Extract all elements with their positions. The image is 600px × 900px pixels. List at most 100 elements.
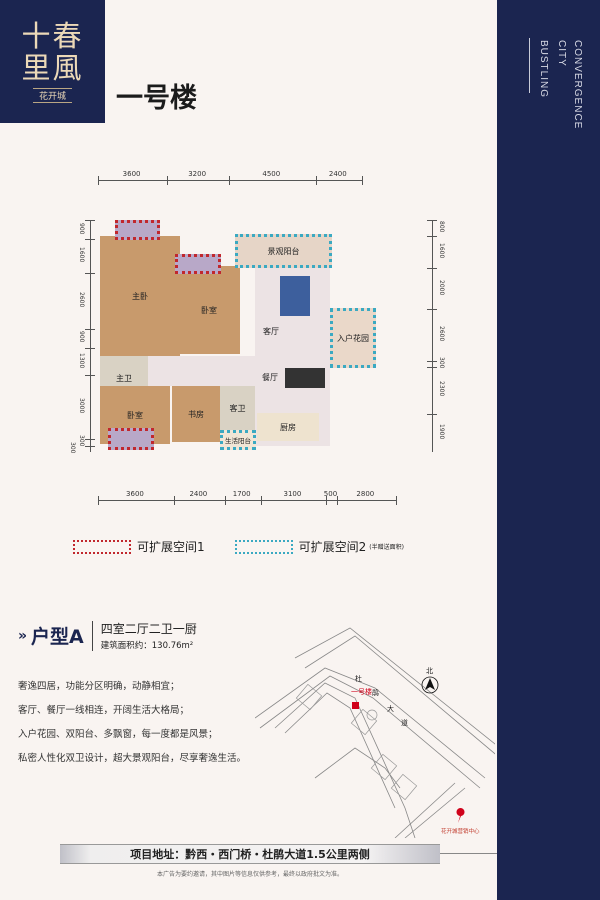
- legend-swatch-2: [234, 539, 293, 554]
- room-study: 书房: [172, 386, 220, 442]
- dimension-tick: [85, 375, 95, 377]
- room-utility-balcony: 生活阳台: [220, 430, 256, 450]
- dimension-line: [432, 220, 433, 452]
- logo-sub: 花开城: [32, 88, 72, 103]
- floor-plan: 主卧 卧室 主卫 卧室 书房 客厅 客卫 餐厅 景观阳台 入户花园 厨房 生活阳…: [100, 218, 410, 450]
- dimension-label: 900: [78, 331, 85, 343]
- dimension-tick: [85, 273, 95, 275]
- dimension-line: [90, 220, 91, 452]
- dimension-tick: [85, 220, 95, 221]
- dimension-label: 2600: [438, 325, 445, 342]
- side-text-2: CITY: [556, 40, 567, 67]
- dimension-label: 1600: [438, 243, 445, 259]
- dimension-tick: [326, 496, 328, 505]
- side-divider: [529, 38, 530, 93]
- legend: 可扩展空间1 可扩展空间2 (半赠送面积): [73, 538, 404, 555]
- disclaimer: 本广告为要约邀请，其中图片等信息仅供参考，最终以政府批文为准。: [156, 871, 343, 878]
- bay-window: [115, 220, 160, 240]
- bay-window: [108, 428, 154, 450]
- dimension-tick: [427, 220, 437, 221]
- room-kitchen: 厨房: [257, 413, 319, 441]
- logo-line1: 十春: [21, 19, 84, 53]
- dimension-label: 4500: [262, 170, 281, 178]
- room-view-balcony: 景观阳台: [235, 234, 332, 268]
- dimension-tick: [396, 496, 397, 505]
- divider: [91, 620, 93, 651]
- dimension-tick: [427, 413, 437, 415]
- unit-name: 户型A: [31, 626, 84, 648]
- dimension-label: 1300: [78, 352, 85, 368]
- map-building-label: 一号楼: [351, 688, 372, 696]
- map-north-label: 北: [426, 667, 433, 675]
- feature-4: 私密人性化双卫设计，超大景观阳台，尽享奢逸生活。: [18, 753, 247, 764]
- dining-table: [285, 368, 325, 388]
- dimension-label: 2800: [356, 490, 375, 498]
- dimension-label: 800: [438, 221, 445, 233]
- dimension-label: 900: [78, 222, 85, 235]
- dimension-label: 1700: [232, 490, 251, 498]
- dimension-tick: [98, 496, 99, 505]
- map-road-4: 道: [401, 719, 408, 727]
- dimension-label: 300: [438, 357, 445, 369]
- room-dining: 餐厅: [262, 372, 278, 382]
- legend-label-2: 可扩展空间2: [298, 540, 367, 554]
- side-text-1: CONVERGENCE: [572, 40, 583, 130]
- feature-1: 奢逸四居，功能分区明确，动静相宜；: [18, 681, 180, 692]
- dimension-tick: [98, 176, 99, 185]
- side-text-3: BUSTLING: [538, 40, 549, 99]
- dimension-label: 1900: [438, 423, 445, 440]
- dimension-tick: [167, 176, 169, 185]
- dimension-line: [98, 500, 396, 501]
- dimension-label: 2400: [189, 490, 208, 498]
- dimension-label: 300: [78, 435, 85, 447]
- dimension-tick: [85, 347, 95, 349]
- dimension-label: 2300: [438, 381, 445, 397]
- address-text: 项目地址：黔西・西门桥・杜鹃大道1.5公里两侧: [130, 848, 370, 861]
- dimension-tick: [427, 361, 437, 363]
- sofa: [280, 276, 310, 316]
- map-road-1: 杜: [355, 675, 362, 683]
- side-strip: [497, 0, 600, 900]
- dimension-label: 3000: [78, 398, 85, 414]
- dimension-tick: [229, 176, 231, 185]
- bay-window: [175, 254, 221, 274]
- dimension-label: 3200: [188, 170, 207, 178]
- dimension-tick: [362, 176, 363, 185]
- room-guest-bath: 客卫: [220, 386, 255, 430]
- map-road-3: 大: [387, 705, 394, 713]
- north-arrow-icon: [425, 678, 435, 690]
- logo-line2: 里風: [21, 51, 84, 85]
- legend-label-1: 可扩展空间1: [137, 540, 205, 554]
- location-pin-icon: [456, 808, 465, 823]
- dimension-tick: [315, 176, 317, 185]
- map-sales-center: 花开城营销中心: [441, 829, 480, 835]
- dimension-tick: [260, 496, 262, 505]
- room-bedroom-2: 卧室: [178, 266, 240, 354]
- dimension-label: 2400: [328, 170, 347, 178]
- dimension-label: 3600: [122, 170, 141, 178]
- dimension-tick: [85, 439, 95, 441]
- footer-line: [440, 853, 497, 854]
- site-map-lines: [254, 627, 501, 839]
- dimension-label: 2000: [438, 279, 445, 295]
- dimension-tick: [174, 496, 176, 505]
- feature-3: 入户花园、双阳台、多飘窗，每一度都是风景；: [18, 729, 218, 740]
- dimension-tick: [427, 268, 437, 270]
- feature-2: 客厅、餐厅一线相连，开阔生活大格局；: [18, 705, 190, 716]
- dimension-label: 300: [69, 441, 76, 454]
- room-master-bedroom: 主卧: [100, 236, 180, 356]
- dimension-tick: [427, 367, 437, 369]
- dimension-label: 500: [323, 490, 338, 498]
- corridor: [148, 356, 255, 386]
- dimension-label: 1600: [78, 247, 85, 263]
- dimension-tick: [224, 496, 226, 505]
- unit-layout: 四室二厅二卫一厨: [100, 622, 197, 636]
- page-title: 一号楼: [116, 83, 197, 114]
- logo: 十春 里風 花开城: [0, 0, 105, 123]
- dimension-tick: [427, 236, 437, 238]
- dimension-label: 2600: [78, 291, 85, 308]
- address-bar: 项目地址：黔西・西门桥・杜鹃大道1.5公里两侧: [60, 844, 440, 864]
- double-chevron-icon: »: [18, 627, 28, 644]
- site-map: 一号楼 杜 鹃 大 道 北 花开城营销中心: [254, 608, 501, 839]
- dimension-tick: [85, 328, 95, 330]
